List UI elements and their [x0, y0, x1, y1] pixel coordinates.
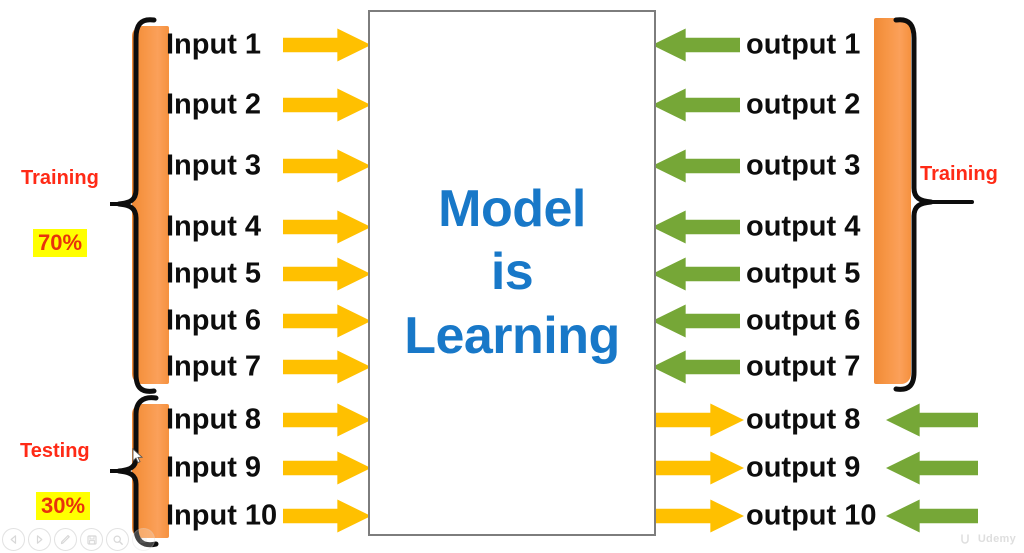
- input-label-4: Input 4: [166, 210, 262, 243]
- input-label-9: Input 9: [166, 451, 262, 484]
- input-label-7: Input 7: [166, 350, 262, 383]
- output-label-6: output 6: [746, 304, 861, 337]
- udemy-logo-icon: [961, 534, 969, 544]
- output-label-4: output 4: [746, 210, 861, 243]
- zoom-button[interactable]: [106, 528, 129, 551]
- input-label-10: Input 10: [166, 499, 278, 532]
- input-arrow-9: [283, 451, 371, 485]
- input-arrow-6: [283, 304, 371, 338]
- input-arrow-8: [283, 403, 371, 437]
- menu-icon: [139, 537, 148, 543]
- feedback-arrow-8: [886, 403, 978, 437]
- training-label-right: Training: [920, 163, 998, 185]
- output-arrow-10: [656, 499, 744, 533]
- triangle-right-icon: [36, 535, 43, 544]
- input-label-1: Input 1: [166, 28, 262, 61]
- output-arrow-3: [652, 149, 740, 183]
- output-arrow-1: [652, 28, 740, 62]
- training-percent-badge: 70%: [33, 229, 88, 258]
- output-arrow-5: [652, 257, 740, 291]
- training-group-bar-left: [132, 26, 169, 384]
- pen-button[interactable]: [54, 528, 77, 551]
- input-label-8: Input 8: [166, 403, 262, 436]
- model-box: [368, 10, 656, 536]
- output-label-7: output 7: [746, 350, 861, 383]
- triangle-left-icon: [10, 535, 17, 544]
- output-arrow-2: [652, 88, 740, 122]
- output-arrow-9: [656, 451, 744, 485]
- output-label-8: output 8: [746, 403, 861, 436]
- input-arrow-5: [283, 257, 371, 291]
- output-label-1: output 1: [746, 28, 861, 61]
- training-group-bar-right: [874, 18, 911, 384]
- watermark: Udemy: [960, 533, 1016, 545]
- more-button[interactable]: [132, 528, 155, 551]
- presentation-toolbar[interactable]: [2, 528, 155, 551]
- input-arrow-3: [283, 149, 371, 183]
- output-label-3: output 3: [746, 149, 861, 182]
- input-arrow-2: [283, 88, 371, 122]
- input-label-2: Input 2: [166, 88, 262, 121]
- input-label-3: Input 3: [166, 149, 262, 182]
- save-button[interactable]: [80, 528, 103, 551]
- feedback-arrow-9: [886, 451, 978, 485]
- output-arrow-4: [652, 210, 740, 244]
- floppy-disk-icon: [86, 534, 97, 545]
- testing-label-left: Testing: [20, 440, 90, 462]
- magnifier-icon: [112, 534, 123, 545]
- output-arrow-6: [652, 304, 740, 338]
- previous-button[interactable]: [2, 528, 25, 551]
- pen-icon: [60, 535, 70, 545]
- input-arrow-1: [283, 28, 371, 62]
- feedback-arrow-10: [886, 499, 978, 533]
- output-label-5: output 5: [746, 257, 861, 290]
- output-label-2: output 2: [746, 88, 861, 121]
- watermark-text: Udemy: [977, 533, 1016, 545]
- output-arrow-7: [652, 350, 740, 384]
- input-arrow-10: [283, 499, 371, 533]
- testing-percent-badge: 30%: [36, 492, 91, 521]
- input-label-5: Input 5: [166, 257, 262, 290]
- input-arrow-4: [283, 210, 371, 244]
- input-label-6: Input 6: [166, 304, 262, 337]
- input-arrow-7: [283, 350, 371, 384]
- output-label-9: output 9: [746, 451, 861, 484]
- output-label-10: output 10: [746, 499, 877, 532]
- training-label-left: Training: [21, 167, 99, 189]
- output-arrow-8: [656, 403, 744, 437]
- play-button[interactable]: [28, 528, 51, 551]
- testing-group-bar-left: [132, 404, 169, 538]
